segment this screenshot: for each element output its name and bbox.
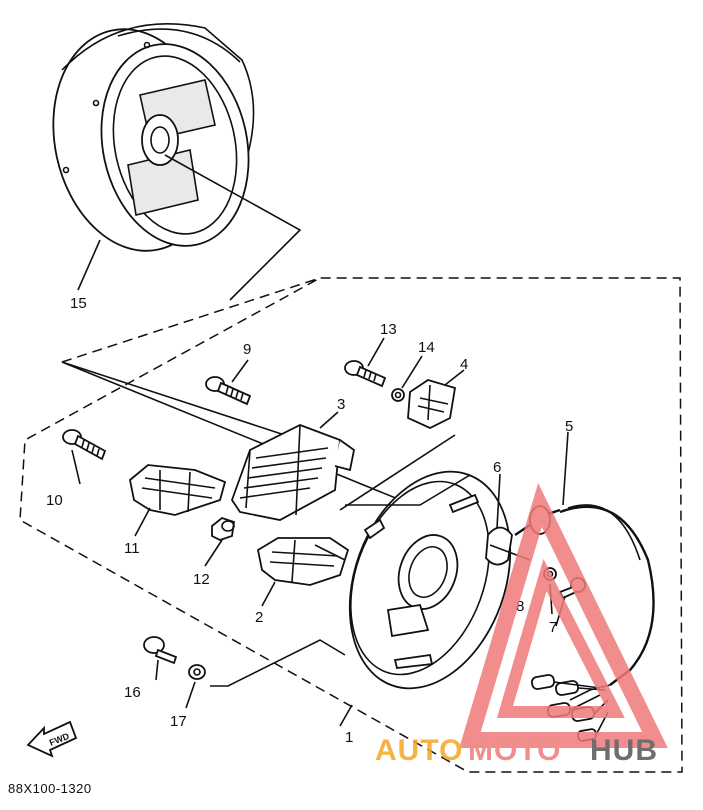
pickup-coil-4 — [407, 379, 457, 429]
callout-13: 13 — [380, 321, 397, 338]
callout-4: 4 — [460, 356, 468, 373]
callout-labels: 1 2 3 4 5 6 7 8 9 10 11 12 13 14 15 16 1… — [46, 295, 573, 746]
coil-11 — [129, 464, 227, 516]
washer-17 — [188, 664, 206, 680]
callout-11: 11 — [124, 540, 140, 557]
callout-3: 3 — [337, 396, 345, 413]
callout-2: 2 — [255, 609, 263, 626]
forward-arrow: FWD — [26, 720, 78, 758]
callout-10: 10 — [46, 492, 63, 509]
callout-5: 5 — [565, 418, 573, 435]
stator-plate-1 — [348, 470, 512, 690]
callout-16: 16 — [124, 684, 141, 701]
bolt-10 — [62, 429, 107, 461]
watermark: AUTO MOTO HUB — [375, 483, 668, 767]
callout-8: 8 — [516, 598, 524, 615]
callout-15: 15 — [70, 295, 87, 312]
watermark-moto: MOTO — [468, 734, 561, 767]
watermark-hub: HUB — [590, 734, 658, 767]
callout-14: 14 — [418, 339, 435, 356]
callout-17: 17 — [170, 713, 187, 730]
callout-1: 1 — [345, 729, 353, 746]
coil-2 — [256, 537, 350, 586]
bolt-13 — [344, 360, 387, 388]
charging-coil-3 — [230, 424, 355, 521]
drawing-code: 88X100-1320 — [8, 781, 92, 796]
collar-12 — [211, 516, 235, 541]
screw-16 — [143, 636, 178, 665]
bolt-9 — [205, 376, 252, 406]
watermark-auto: AUTO — [375, 734, 463, 767]
callout-12: 12 — [193, 571, 210, 588]
callout-6: 6 — [493, 459, 501, 476]
callout-9: 9 — [243, 341, 251, 358]
assembly-boundary — [19, 277, 683, 773]
washer-14 — [391, 388, 405, 402]
flywheel-rotor — [52, 23, 302, 301]
watermark-logo — [459, 483, 668, 748]
grommet-6 — [485, 526, 531, 566]
callout-7: 7 — [549, 619, 557, 636]
